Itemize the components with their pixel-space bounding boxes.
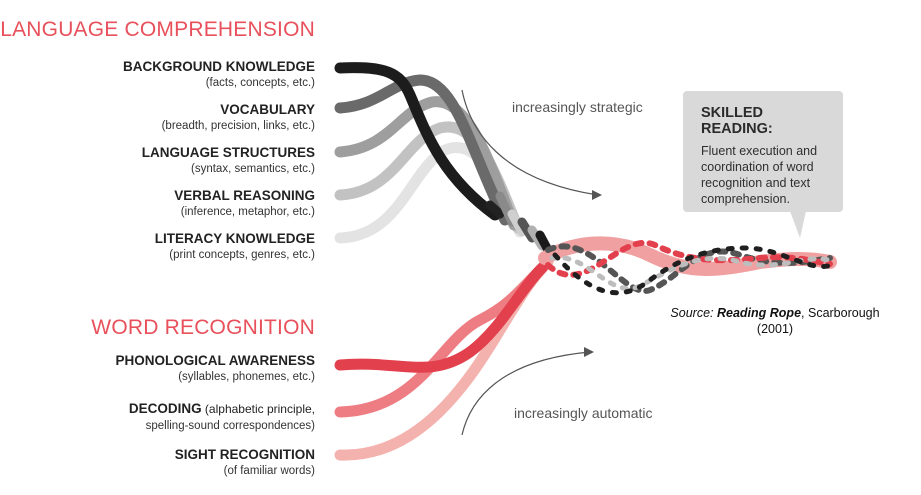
item-desc: (inference, metaphor, etc.) — [180, 206, 315, 218]
bubble-title: SKILLED READING: — [701, 105, 773, 137]
strand-structures — [334, 96, 520, 231]
strand-vocabulary — [334, 74, 511, 226]
item-name: DECODING — [128, 401, 202, 416]
label-increasingly-strategic: increasingly strategic — [512, 99, 643, 115]
arrow-strategic — [461, 89, 602, 200]
source-author: , Scarborough — [801, 306, 880, 320]
grey-braid — [485, 191, 553, 255]
item-desc: (syllables, phonemes, etc.) — [178, 371, 315, 383]
word-recognition-title: WORD RECOGNITION — [91, 316, 315, 339]
item-name: PHONOLOGICAL AWARENESS — [115, 353, 315, 368]
source-citation: Source: Reading Rope, Scarborough (2001) — [640, 305, 910, 337]
language-comprehension-title: LANGUAGE COMPREHENSION — [0, 18, 315, 41]
item-name: BACKGROUND KNOWLEDGE — [123, 59, 315, 74]
bubble-line: Fluent execution and — [701, 144, 818, 158]
item-desc: (print concepts, genres, etc.) — [169, 249, 315, 261]
source-year: (2001) — [756, 322, 794, 336]
item-name: LITERACY KNOWLEDGE — [154, 231, 315, 246]
strand-background — [334, 62, 501, 221]
item-desc: (breadth, precision, links, etc.) — [161, 120, 315, 132]
source-prefix: Source: — [670, 306, 717, 320]
bubble-line: comprehension. — [701, 192, 790, 206]
item-name: VOCABULARY — [220, 102, 315, 117]
source-work: Reading Rope — [716, 306, 802, 320]
item-decoding: DECODING (alphabetic principle, spelling… — [129, 400, 315, 434]
item-name: VERBAL REASONING — [174, 188, 315, 203]
item-name: LANGUAGE STRUCTURES — [141, 145, 315, 160]
item-vocabulary: VOCABULARY (breadth, precision, links, e… — [162, 101, 315, 134]
strand-decoding — [334, 259, 551, 418]
label-increasingly-automatic: increasingly automatic — [514, 405, 653, 421]
bubble-text: Fluent execution and coordination of wor… — [701, 143, 829, 207]
item-desc: (syntax, semantics, etc.) — [191, 163, 315, 175]
item-phonological-awareness: PHONOLOGICAL AWARENESS (syllables, phone… — [115, 352, 315, 385]
item-name: SIGHT RECOGNITION — [174, 447, 315, 462]
bubble-pointer — [790, 211, 806, 238]
bubble-line: coordination of word — [701, 160, 814, 174]
main-rope — [538, 236, 837, 296]
item-language-structures: LANGUAGE STRUCTURES (syntax, semantics, … — [142, 144, 315, 177]
item-verbal-reasoning: VERBAL REASONING (inference, metaphor, e… — [174, 187, 315, 220]
skilled-reading-bubble: SKILLED READING: Fluent execution and co… — [683, 91, 843, 212]
item-desc: (facts, concepts, etc.) — [205, 77, 315, 89]
arrow-automatic — [461, 347, 594, 436]
item-desc: spelling-sound correspondences) — [145, 420, 315, 432]
item-literacy-knowledge: LITERACY KNOWLEDGE (print concepts, genr… — [155, 230, 315, 263]
item-inline-desc: (alphabetic principle, — [201, 402, 315, 416]
item-background-knowledge: BACKGROUND KNOWLEDGE (facts, concepts, e… — [123, 58, 315, 91]
word-strands — [334, 256, 554, 461]
bubble-line: recognition and text — [701, 176, 811, 190]
item-desc: (of familiar words) — [223, 465, 315, 477]
language-strands — [334, 62, 526, 244]
item-sight-recognition: SIGHT RECOGNITION (of familiar words) — [175, 446, 315, 479]
strand-phonological — [334, 262, 548, 373]
